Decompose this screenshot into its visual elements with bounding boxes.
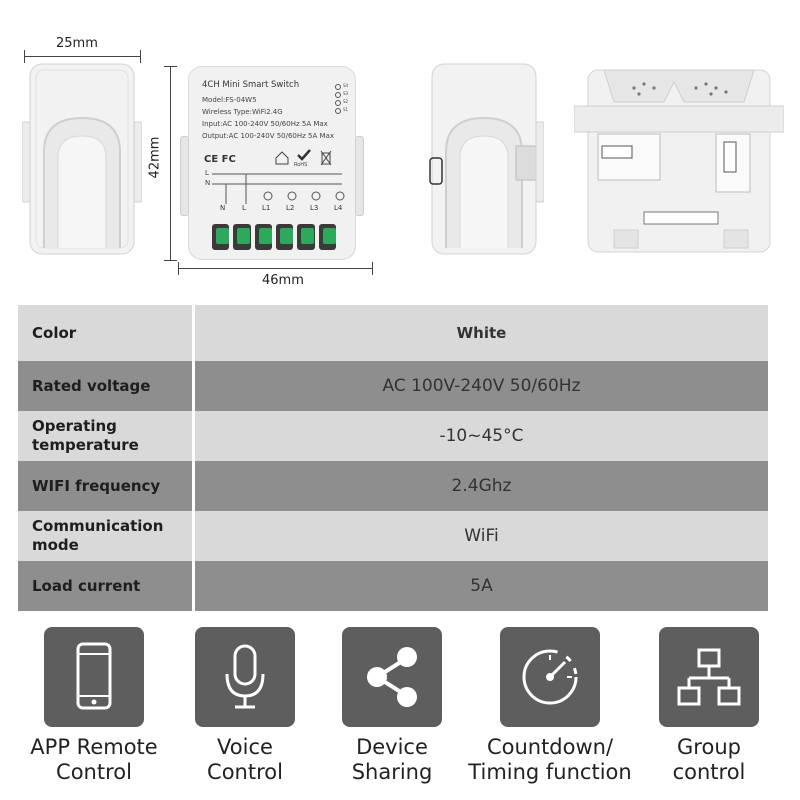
terminal-slot bbox=[275, 224, 294, 250]
feature-tile bbox=[659, 627, 759, 727]
side-clip-left bbox=[180, 136, 189, 216]
width-dimension-tick-left bbox=[24, 50, 25, 63]
label-wireless: Wireless Type:WiFi2.4G bbox=[202, 108, 283, 116]
terminal-label-l1: L1 bbox=[262, 204, 271, 212]
table-row: WIFI frequency 2.4Ghz bbox=[18, 461, 768, 511]
feature-sharing: Device Sharing bbox=[307, 627, 477, 785]
led-label-s2: S2 bbox=[343, 99, 349, 104]
device-side-view-right bbox=[429, 63, 544, 255]
feature-group: Group control bbox=[624, 627, 794, 785]
spec-value: -10~45°C bbox=[193, 411, 768, 461]
table-row: Color White bbox=[18, 305, 768, 361]
feature-tile bbox=[195, 627, 295, 727]
height-dimension-line bbox=[170, 66, 171, 260]
terminal-slot bbox=[254, 224, 272, 250]
screw-terminal-block bbox=[212, 224, 336, 250]
front-width-label: 46mm bbox=[262, 273, 304, 288]
spec-value: 5A bbox=[193, 561, 768, 611]
weee-bin-icon bbox=[320, 150, 332, 166]
terminal-slot bbox=[297, 224, 315, 250]
side-width-label: 25mm bbox=[56, 36, 98, 51]
wire-label-n: N bbox=[205, 179, 211, 187]
terminal-label-l2: L2 bbox=[286, 204, 295, 212]
feature-timer: Countdown/ Timing function bbox=[465, 627, 635, 785]
rohs-label: RoHS bbox=[294, 162, 308, 168]
wire-label-l: L bbox=[205, 169, 209, 177]
spec-key: Rated voltage bbox=[18, 361, 195, 411]
feature-tile bbox=[500, 627, 600, 727]
table-row: Rated voltage AC 100V-240V 50/60Hz bbox=[18, 361, 768, 411]
spec-value: AC 100V-240V 50/60Hz bbox=[193, 361, 768, 411]
table-row: Operating temperature -10~45°C bbox=[18, 411, 768, 461]
table-row: Communication mode WiFi bbox=[18, 511, 768, 561]
house-icon bbox=[275, 151, 289, 165]
terminal-label-l3: L3 bbox=[310, 204, 319, 212]
table-row: Load current 5A bbox=[18, 561, 768, 611]
spec-key: WIFI frequency bbox=[18, 461, 195, 511]
terminal-label-l4: L4 bbox=[334, 204, 343, 212]
front-width-tick-right bbox=[372, 262, 373, 275]
feature-voice: Voice Control bbox=[160, 627, 330, 785]
feature-app-remote: APP Remote Control bbox=[9, 627, 179, 785]
spec-table: Color White Rated voltage AC 100V-240V 5… bbox=[18, 305, 768, 611]
width-dimension-tick-right bbox=[140, 50, 141, 63]
terminal-slot bbox=[233, 224, 251, 250]
feature-caption: Voice Control bbox=[207, 735, 283, 784]
device-back-view bbox=[574, 69, 784, 253]
height-dimension-tick-bottom bbox=[164, 260, 177, 261]
feature-caption: Group control bbox=[672, 735, 746, 784]
wiring-diagram bbox=[212, 173, 345, 204]
microphone-icon bbox=[225, 644, 265, 709]
led-label-s3: S3 bbox=[343, 91, 349, 96]
height-label: 42mm bbox=[147, 136, 163, 179]
network-icon bbox=[677, 648, 741, 706]
front-width-tick-left bbox=[178, 262, 179, 275]
feature-tile bbox=[342, 627, 442, 727]
front-width-dimension-line bbox=[178, 268, 372, 269]
label-input: Input:AC 100-240V 50/60Hz 5A Max bbox=[202, 120, 328, 128]
rohs-check-icon bbox=[297, 149, 311, 161]
terminal-label-l: L bbox=[242, 204, 246, 212]
label-output: Output:AC 100-240V 50/60Hz 5A Max bbox=[202, 132, 334, 140]
label-model: Model:FS-04W5 bbox=[202, 96, 257, 104]
device-side-view-left bbox=[22, 63, 142, 255]
spec-value: White bbox=[193, 305, 768, 361]
led-label-s1: S1 bbox=[343, 107, 349, 112]
share-icon bbox=[367, 647, 417, 707]
spec-value: 2.4Ghz bbox=[193, 461, 768, 511]
led-label-s4: S4 bbox=[343, 83, 349, 88]
certification-marks: CE FC bbox=[204, 154, 236, 165]
feature-caption: APP Remote Control bbox=[30, 735, 158, 784]
label-title: 4CH Mini Smart Switch bbox=[202, 80, 300, 90]
device-front-view: 4CH Mini Smart Switch Model:FS-04W5 Wire… bbox=[180, 66, 364, 260]
terminal-label-n: N bbox=[220, 204, 226, 212]
spec-key: Color bbox=[18, 305, 195, 361]
height-dimension-tick-top bbox=[164, 66, 177, 67]
led-indicator-group bbox=[335, 84, 341, 114]
spec-key: Load current bbox=[18, 561, 195, 611]
spec-key: Communication mode bbox=[18, 511, 195, 561]
smartphone-icon bbox=[76, 642, 112, 710]
width-dimension-line bbox=[24, 56, 140, 57]
spec-value: WiFi bbox=[193, 511, 768, 561]
terminal-slot bbox=[318, 224, 336, 250]
side-clip-right bbox=[355, 136, 364, 216]
spec-key: Operating temperature bbox=[18, 411, 195, 461]
terminal-slot bbox=[212, 224, 230, 250]
timer-icon bbox=[522, 649, 578, 705]
feature-caption: Countdown/ Timing function bbox=[468, 735, 632, 784]
feature-tile bbox=[44, 627, 144, 727]
feature-caption: Device Sharing bbox=[351, 735, 433, 784]
